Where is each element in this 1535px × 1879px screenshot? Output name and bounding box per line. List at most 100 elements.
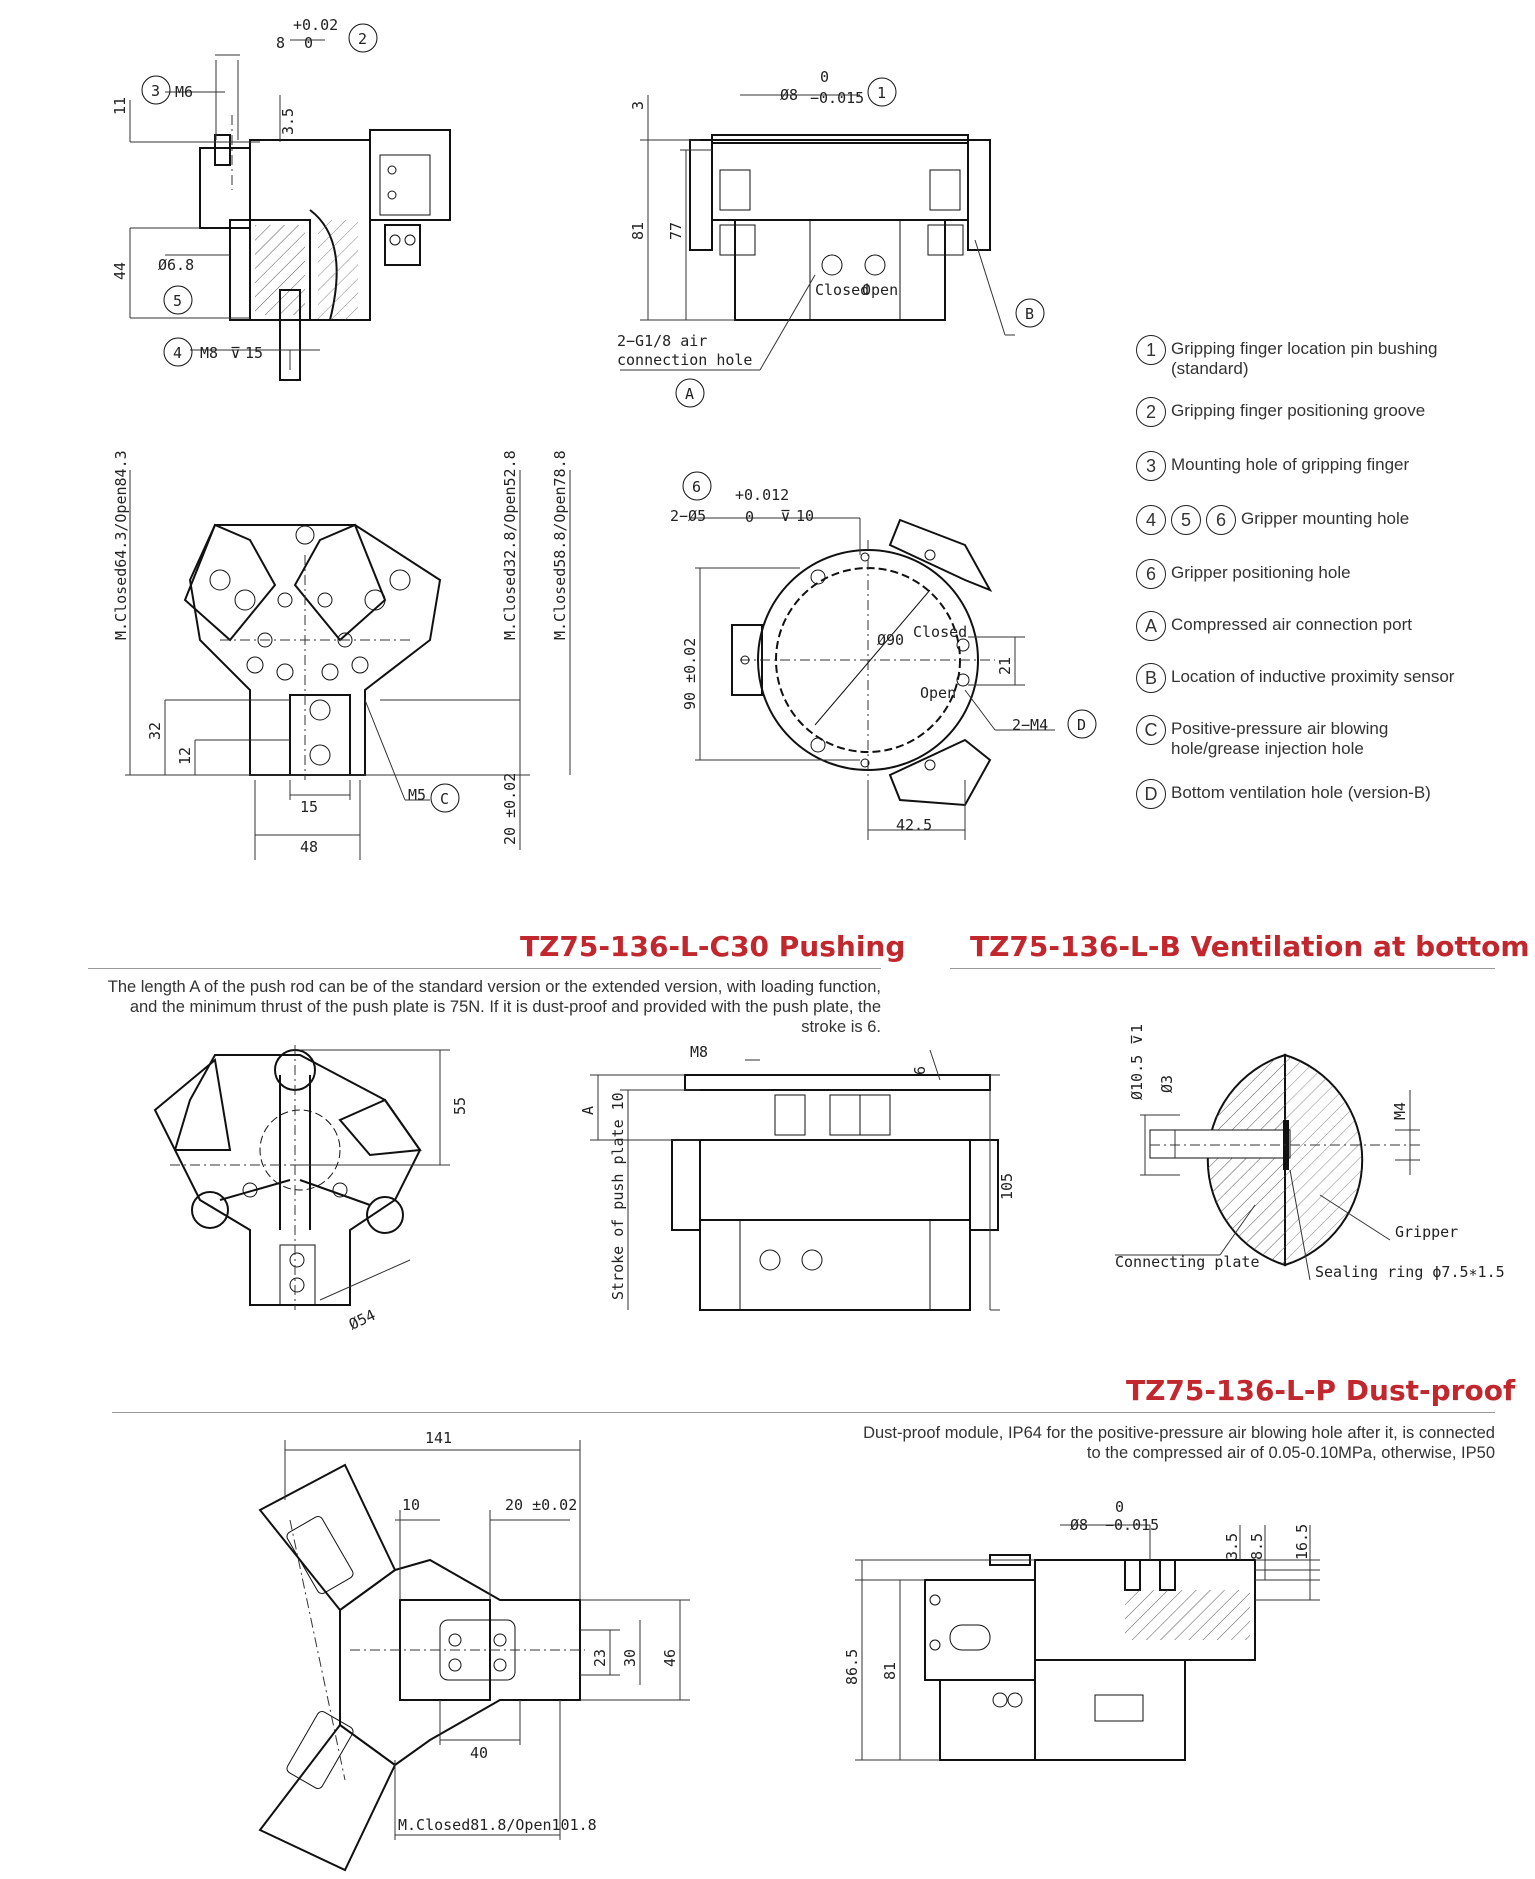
dim-20: 20 ±0.02 <box>501 773 519 845</box>
label-closed: Closed <box>913 623 967 641</box>
legend-badge: C <box>1136 715 1166 745</box>
dim-105: 105 <box>998 1173 1016 1200</box>
dim-46: 46 <box>661 1649 679 1667</box>
bottom-view-right: 6 +0.012 0 2−Ø5 ⊽ 10 Ø90 Closed Open 21 … <box>670 471 1097 840</box>
dustproof-front-view: POUK Ø8 0 −0.015 3.5 8.5 16.5 86.5 81 <box>843 1498 1320 1761</box>
dim-phi10-5: Ø10.5 <box>1128 1055 1146 1100</box>
legend-text: Mounting hole of gripping finger <box>1171 455 1410 474</box>
dim-depth-1: 1 <box>1128 1024 1146 1033</box>
legend-badge: D <box>1136 779 1166 809</box>
dim-11: 11 <box>111 97 129 115</box>
legend-badge: 5 <box>1171 505 1201 535</box>
dim-48: 48 <box>300 838 318 856</box>
legend-text: Gripping finger positioning groove <box>1171 401 1426 420</box>
callout-a: A <box>685 385 694 403</box>
dim-a: A <box>579 1106 597 1115</box>
dim-m8: M8 <box>690 1043 708 1061</box>
dim-phi3: Ø3 <box>1158 1075 1176 1093</box>
callout-6: 6 <box>692 478 701 496</box>
dim-m8-depth: 15 <box>245 344 263 362</box>
dim-81: 81 <box>629 222 647 240</box>
dim-2phi5: 2−Ø5 <box>670 507 706 525</box>
legend-badge: 6 <box>1206 505 1236 535</box>
label-m5: M5 <box>408 786 426 804</box>
legend-item-5: 6 Gripper positioning hole <box>1136 559 1351 589</box>
dim-141: 141 <box>425 1429 452 1447</box>
note-dustproof: Dust-proof module, IP64 for the positive… <box>863 1424 1495 1462</box>
dim-phi90: Ø90 <box>877 631 904 649</box>
dim-m4: M4 <box>1391 1102 1409 1120</box>
dim-closed-open-1: M.Closed64.3/Open84.3 <box>112 450 130 640</box>
pushing-front-view: M8 6 A Stroke of push plate 10 105 <box>579 1043 1016 1311</box>
rule-pushing <box>88 968 881 969</box>
legend-badge: 6 <box>1136 559 1166 589</box>
ventilation-detail: Ø10.5 ⊽ 1 Ø3 M4 Gripper Connecting plate… <box>1115 1024 1505 1281</box>
dim-16-5: 16.5 <box>1293 1524 1311 1560</box>
dim-6: 6 <box>911 1066 929 1075</box>
dim-closed-open: M.Closed81.8/Open101.8 <box>398 1816 597 1834</box>
dim-phi6-8: Ø6.8 <box>158 256 194 274</box>
dim-closed-open-2: M.Closed32.8/Open52.8 <box>501 450 519 640</box>
dim-tol-upper: 0 <box>820 68 829 86</box>
legend-text: Gripper positioning hole <box>1171 563 1351 582</box>
rule-dustproof <box>112 1412 1495 1413</box>
callout-5: 5 <box>173 292 182 310</box>
dim-86-5: 86.5 <box>843 1649 861 1685</box>
dim-10: 10 <box>402 1496 420 1514</box>
callout-c: C <box>440 790 449 808</box>
label-gripper: Gripper <box>1395 1223 1458 1241</box>
legend-badge: B <box>1136 663 1166 693</box>
dim-tol-lower: −0.015 <box>810 89 864 107</box>
dim-8: 8 <box>276 34 285 52</box>
top-left-side-view: 3 M6 2 +0.02 0 8 3.5 11 44 Ø6.8 5 4 M8 ⊽… <box>111 16 451 381</box>
section-title-ventilation: TZ75-136-L-B Ventilation at bottom <box>970 930 1530 963</box>
label-open: Open <box>920 684 956 702</box>
label-closed: Closed <box>815 281 869 299</box>
callout-2: 2 <box>358 30 367 48</box>
dim-42-5: 42.5 <box>896 816 932 834</box>
dim-23: 23 <box>591 1649 609 1667</box>
dim-15: 15 <box>300 798 318 816</box>
callout-3: 3 <box>151 82 160 100</box>
section-title-dustproof: TZ75-136-L-P Dust-proof <box>1126 1374 1516 1407</box>
legend-item-6: A Compressed air connection port <box>1136 611 1412 641</box>
legend-item-9: D Bottom ventilation hole (version-B) <box>1136 779 1431 809</box>
dim-12: 12 <box>176 747 194 765</box>
svg-text:⊽: ⊽ <box>1128 1034 1146 1045</box>
dim-m6: M6 <box>175 83 193 101</box>
dim-21: 21 <box>996 657 1014 675</box>
callout-1: 1 <box>877 84 886 102</box>
dim-tol-upper: 0 <box>1115 1498 1124 1516</box>
legend-badge: 4 <box>1136 505 1166 535</box>
dim-stroke: Stroke of push plate 10 <box>609 1092 627 1300</box>
label-sealing-ring: Sealing ring ϕ7.5∗1.5 <box>1315 1263 1505 1281</box>
callout-4: 4 <box>173 344 182 362</box>
legend-item-2: 2 Gripping finger positioning groove <box>1136 397 1425 427</box>
dustproof-top-view: 141 10 20 ±0.02 23 30 46 40 M.Closed81.8… <box>258 1429 690 1872</box>
callout-d: D <box>1077 716 1086 734</box>
dim-3: 3 <box>629 101 647 110</box>
svg-text:⊽: ⊽ <box>780 507 791 525</box>
dim-55: 55 <box>451 1097 469 1115</box>
legend-text: Gripping finger location pin bushing (st… <box>1171 339 1438 378</box>
legend-text: Positive-pressure air blowing hole/greas… <box>1171 719 1389 758</box>
dim-tol-lower: 0 <box>304 34 313 52</box>
air-hole-line2: connection hole <box>617 351 752 369</box>
legend-text: Gripper mounting hole <box>1241 509 1410 528</box>
dim-depth-10: 10 <box>796 507 814 525</box>
svg-text:⊽: ⊽ <box>230 344 241 362</box>
pushing-top-view: 55 Ø54 <box>153 1045 469 1334</box>
dim-phi54: Ø54 <box>346 1306 378 1334</box>
legend-item-3: 3 Mounting hole of gripping finger <box>1136 451 1409 481</box>
dim-77: 77 <box>667 222 685 240</box>
dim-tol-upper: +0.012 <box>735 486 789 504</box>
dim-tol-lower: 0 <box>745 508 754 526</box>
legend-item-8: C Positive-pressure air blowing hole/gre… <box>1136 715 1471 759</box>
label-open: Open <box>862 281 898 299</box>
callout-b: B <box>1025 305 1034 323</box>
dim-44: 44 <box>111 262 129 280</box>
label-2m4: 2−M4 <box>1012 716 1048 734</box>
dim-m8: M8 <box>200 344 218 362</box>
note-pushing: The length A of the push rod can be of t… <box>107 978 881 1036</box>
legend-badge: A <box>1136 611 1166 641</box>
